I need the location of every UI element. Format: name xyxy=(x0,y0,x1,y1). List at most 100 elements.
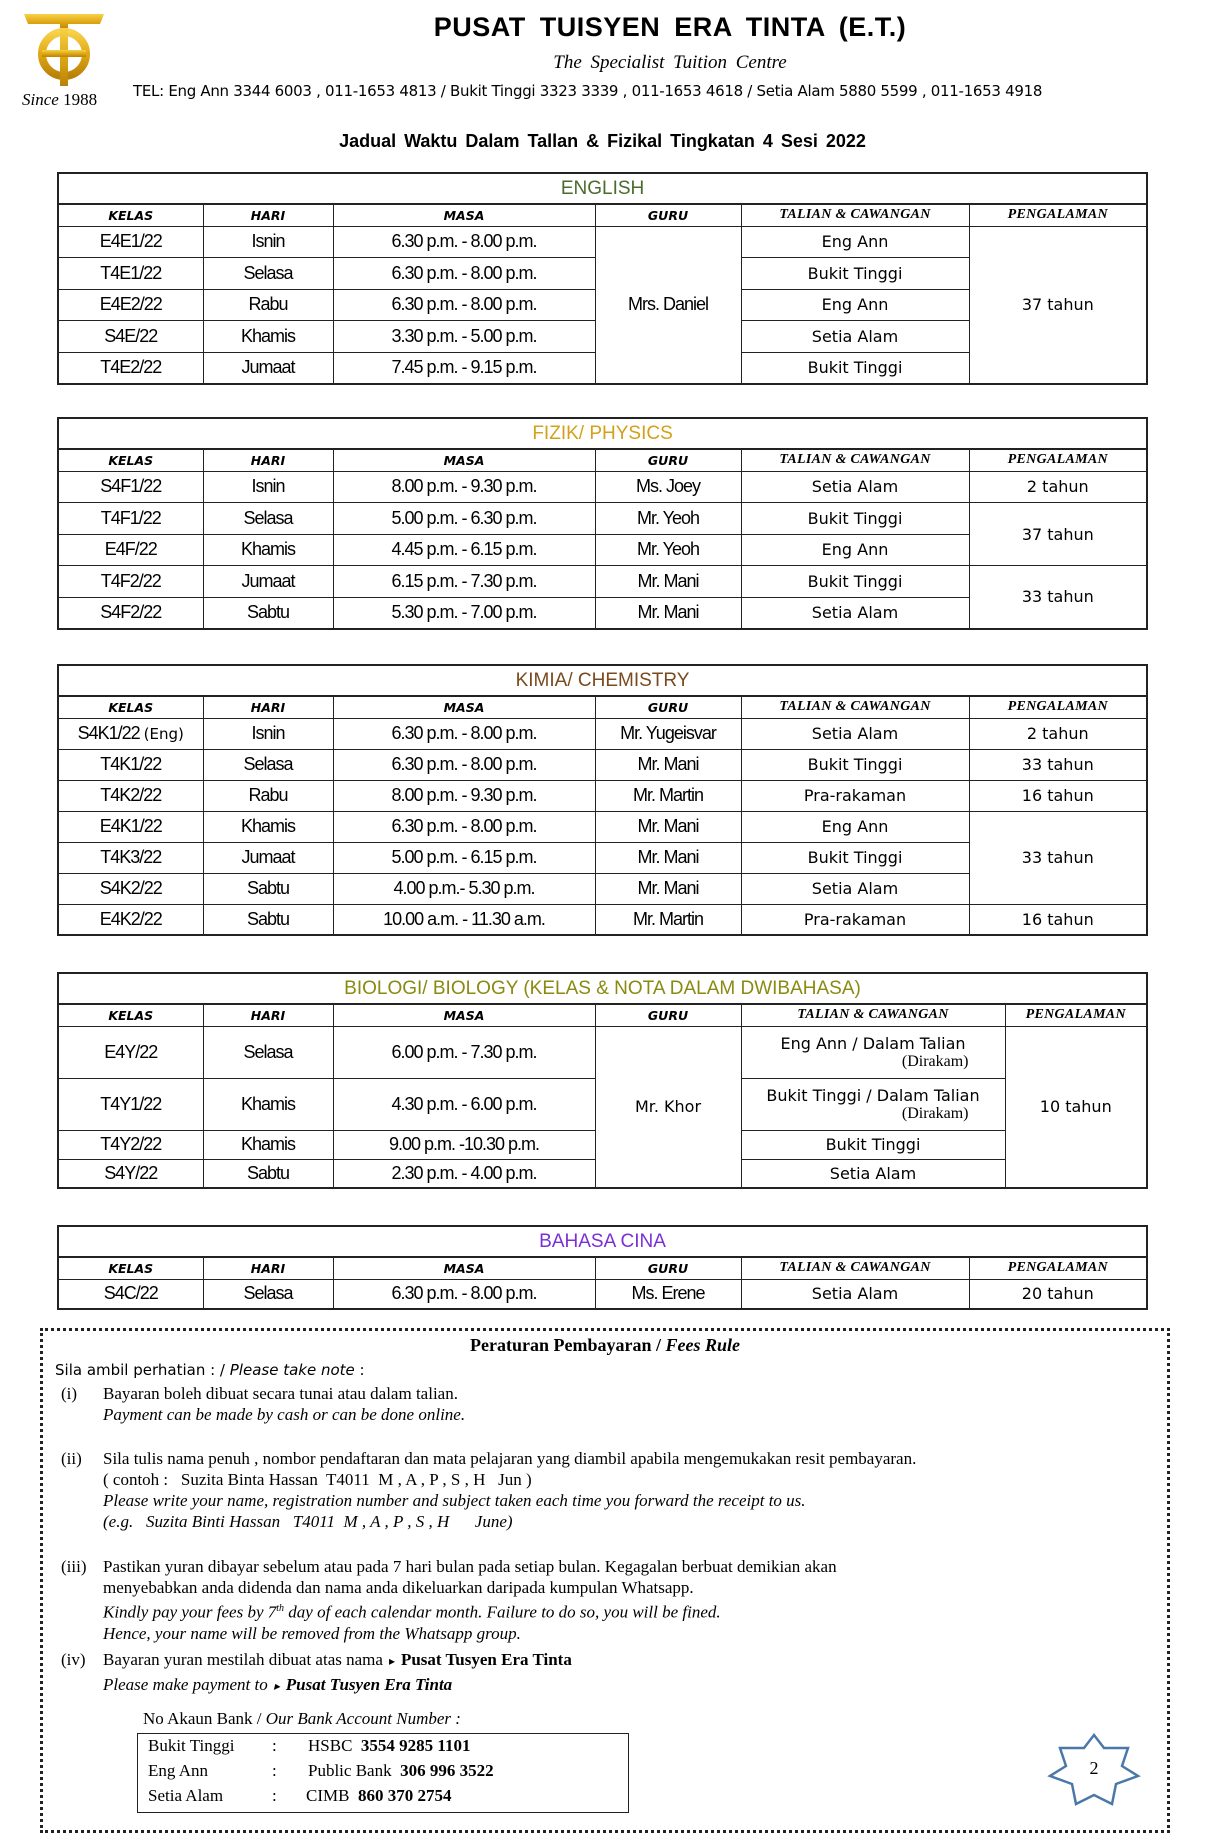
cell-hari: Jumaat xyxy=(202,841,334,874)
cell-cawangan: Setia Alam xyxy=(740,872,970,905)
cell-hari: Khamis xyxy=(202,320,334,353)
table-row: T4F2/22 Jumaat 6.15 p.m. - 7.30 p.m. Mr.… xyxy=(57,565,1148,629)
cell-masa: 6.30 p.m. - 8.00 p.m. xyxy=(332,1278,596,1310)
col-guru: GURU xyxy=(594,203,742,227)
col-hari: HARI xyxy=(202,1003,334,1027)
cell-hari: Selasa xyxy=(202,502,334,535)
cell-cawangan: Bukit Tinggi xyxy=(740,1129,1006,1160)
cell-cawangan: Bukit Tinggi xyxy=(740,565,970,598)
fees-note: Sila ambil perhatian : / Please take not… xyxy=(55,1361,365,1379)
cell-hari: Selasa xyxy=(202,748,334,781)
cell-masa: 6.00 p.m. - 7.30 p.m. xyxy=(332,1025,596,1079)
arrow-right-icon: ▸ xyxy=(388,1654,395,1668)
col-talian-cawangan: TALIAN & CAWANGAN xyxy=(740,448,970,472)
language-note: (Eng) xyxy=(143,725,184,743)
cell-kelas: T4E2/22 xyxy=(57,351,204,384)
cell-hari: Rabu xyxy=(202,288,334,321)
cell-guru: Mr. Yugeisvar xyxy=(594,717,742,750)
col-pengalaman: PENGALAMAN xyxy=(1004,1003,1148,1027)
cell-pengalaman: 33 tahun xyxy=(968,748,1148,781)
cell-pengalaman: 10 tahun xyxy=(1004,1025,1148,1189)
cell-cawangan: Bukit Tinggi xyxy=(740,748,970,781)
cell-masa: 6.30 p.m. - 8.00 p.m. xyxy=(332,810,596,843)
cell-cawangan: Setia Alam xyxy=(740,717,970,750)
cell-masa: 8.00 p.m. - 9.30 p.m. xyxy=(332,779,596,812)
cell-hari: Sabtu xyxy=(202,1158,334,1189)
col-kelas: KELAS xyxy=(57,1256,204,1280)
cell-guru: Mr. Mani xyxy=(594,596,742,629)
bank-account-label: No Akaun Bank / Our Bank Account Number … xyxy=(143,1709,461,1728)
col-talian-cawangan: TALIAN & CAWANGAN xyxy=(740,1003,1006,1027)
cell-kelas: T4Y2/22 xyxy=(57,1129,204,1160)
cell-hari: Selasa xyxy=(202,257,334,290)
subject-title-cina: BAHASA CINA xyxy=(57,1225,1148,1258)
cell-cawangan: Setia Alam xyxy=(740,1158,1006,1189)
cell-cawangan: Bukit Tinggi xyxy=(740,841,970,874)
recorded-note: (Dirakam) xyxy=(901,1104,969,1122)
cell-guru: Mr. Mani xyxy=(594,841,742,874)
cell-masa: 4.00 p.m.- 5.30 p.m. xyxy=(332,872,596,905)
arrow-right-icon: ▸ xyxy=(273,1679,280,1693)
cell-cawangan: Eng Ann xyxy=(740,288,970,321)
cell-masa: 5.30 p.m. - 7.00 p.m. xyxy=(332,596,596,629)
cell-cawangan: Pra-rakaman xyxy=(740,903,970,936)
subject-title-fizik: FIZIK/ PHYSICS xyxy=(57,417,1148,450)
col-kelas: KELAS xyxy=(57,1003,204,1027)
table-row: T4F1/22 Selasa 5.00 p.m. - 6.30 p.m. Mr.… xyxy=(57,502,1148,566)
cell-kelas: S4E/22 xyxy=(57,320,204,353)
cell-cawangan: Bukit Tinggi xyxy=(740,502,970,535)
cell-guru: Mr. Mani xyxy=(594,810,742,843)
fee-rule-2: (ii) Sila tulis nama penuh , nombor pend… xyxy=(61,1449,917,1531)
col-masa: MASA xyxy=(332,1003,596,1027)
col-kelas: KELAS xyxy=(57,203,204,227)
cell-hari: Rabu xyxy=(202,779,334,812)
table-row: T4K1/22 Selasa 6.30 p.m. - 8.00 p.m. Mr.… xyxy=(57,748,1148,781)
col-guru: GURU xyxy=(594,448,742,472)
fee-rule-4: (iv) Bayaran yuran mestilah dibuat atas … xyxy=(61,1650,572,1694)
subject-title-kimia: KIMIA/ CHEMISTRY xyxy=(57,664,1148,697)
cell-kelas: T4E1/22 xyxy=(57,257,204,290)
cell-cawangan: Bukit Tinggi / Dalam Talian(Dirakam) xyxy=(740,1077,1006,1131)
biologi-schedule-table: BIOLOGI/ BIOLOGY (KELAS & NOTA DALAM DWI… xyxy=(57,972,1148,1189)
since-label: Since 1988 xyxy=(22,90,98,109)
et-logo-icon xyxy=(24,14,104,86)
cell-hari: Sabtu xyxy=(202,903,334,936)
table-row: S4C/22 Selasa 6.30 p.m. - 8.00 p.m. Ms. … xyxy=(57,1278,1148,1310)
cell-hari: Selasa xyxy=(202,1025,334,1079)
bank-accounts-box: Bukit Tinggi: HSBC 3554 9285 1101 Eng An… xyxy=(137,1733,629,1813)
col-hari: HARI xyxy=(202,203,334,227)
telephone-line: TEL: Eng Ann 3344 6003 , 011-1653 4813 /… xyxy=(133,82,1043,100)
fees-rule-box: Peraturan Pembayaran / Fees Rule Sila am… xyxy=(40,1328,1170,1833)
col-pengalaman: PENGALAMAN xyxy=(968,203,1148,227)
cell-masa: 8.00 p.m. - 9.30 p.m. xyxy=(332,470,596,503)
table-row: E4K2/22 Sabtu 10.00 a.m. - 11.30 a.m. Mr… xyxy=(57,903,1148,936)
cell-cawangan: Setia Alam xyxy=(740,470,970,503)
table-row: T4E2/22 Jumaat 7.45 p.m. - 9.15 p.m. Buk… xyxy=(57,351,1147,384)
cell-hari: Khamis xyxy=(202,1129,334,1160)
cell-kelas: E4K1/22 xyxy=(57,810,204,843)
col-kelas: KELAS xyxy=(57,448,204,472)
col-guru: GURU xyxy=(594,1003,742,1027)
cell-pengalaman: 37 tahun xyxy=(968,225,1148,384)
fee-rule-1: (i) Bayaran boleh dibuat secara tunai at… xyxy=(61,1384,466,1424)
col-talian-cawangan: TALIAN & CAWANGAN xyxy=(740,695,970,719)
col-talian-cawangan: TALIAN & CAWANGAN xyxy=(740,203,970,227)
cell-cawangan: Setia Alam xyxy=(740,320,970,353)
document-title: Jadual Waktu Dalam Tallan & Fizikal Ting… xyxy=(339,131,866,151)
cell-masa: 3.30 p.m. - 5.00 p.m. xyxy=(332,320,596,353)
cell-cawangan: Bukit Tinggi xyxy=(740,351,970,384)
table-row: E4E1/22 Isnin 6.30 p.m. - 8.00 p.m. Mrs.… xyxy=(57,225,1148,384)
cell-masa: 6.30 p.m. - 8.00 p.m. xyxy=(332,717,596,750)
cell-kelas: S4F2/22 xyxy=(57,596,204,629)
cell-kelas: T4K1/22 xyxy=(57,748,204,781)
cell-pengalaman: 2 tahun xyxy=(968,717,1148,750)
subject-title-biologi: BIOLOGI/ BIOLOGY (KELAS & NOTA DALAM DWI… xyxy=(57,972,1148,1005)
cell-guru: Mr. Martin xyxy=(594,779,742,812)
col-talian-cawangan: TALIAN & CAWANGAN xyxy=(740,1256,970,1280)
cell-hari: Selasa xyxy=(202,1278,334,1310)
col-kelas: KELAS xyxy=(57,695,204,719)
col-masa: MASA xyxy=(332,1256,596,1280)
table-row: E4E2/22 Rabu 6.30 p.m. - 8.00 p.m. Eng A… xyxy=(57,288,1147,321)
cell-cawangan: Eng Ann xyxy=(740,810,970,843)
cell-guru: Mr. Mani xyxy=(594,872,742,905)
